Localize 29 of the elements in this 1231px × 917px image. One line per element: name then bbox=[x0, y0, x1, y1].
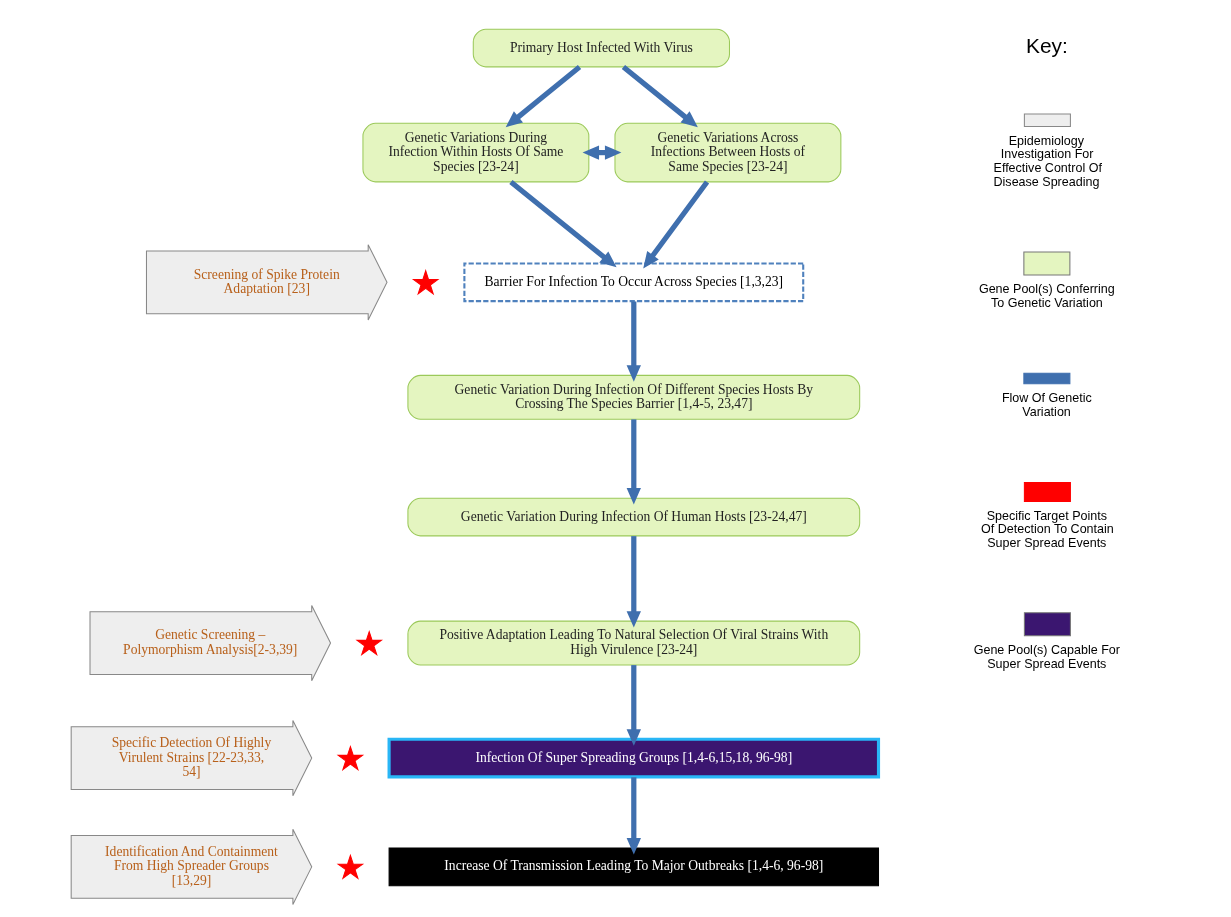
label: Key: bbox=[1025, 34, 1068, 58]
arrow bbox=[626, 536, 641, 628]
arrow bbox=[509, 179, 617, 268]
node-box: Positive Adaptation Leading To Natural Selection Of Viral Strains With High Virulence [23-24] bbox=[407, 620, 861, 666]
arrow bbox=[505, 64, 582, 128]
arrow bbox=[626, 665, 641, 746]
legend-label: Gene Pool(s) Capable For Super Spread Events bbox=[973, 643, 1120, 671]
node-box: Infection Of Super Spreading Groups [1,4-6,15,18, 96-98] bbox=[387, 737, 881, 779]
legend-label: Specific Target Points Of Detection To Contain Super Spread Events bbox=[980, 508, 1114, 550]
node-box: Genetic Variation During Infection Of Human Hosts [23-24,47] bbox=[407, 497, 861, 537]
node-star bbox=[355, 629, 383, 656]
arrow bbox=[643, 180, 710, 269]
node-box: Barrier For Infection To Occur Across Species [1,3,23] bbox=[463, 262, 805, 303]
arrow bbox=[582, 145, 622, 160]
node-star bbox=[336, 744, 365, 771]
node-box: Increase Of Transmission Leading To Major Outbreaks [1,4-6, 96-98] bbox=[388, 847, 880, 887]
legend-label: Flow Of Genetic Variation bbox=[1001, 391, 1092, 419]
arrow bbox=[626, 301, 641, 382]
arrow bbox=[626, 777, 641, 855]
arrow bbox=[621, 64, 698, 128]
node-box: Genetic Variation During Infection Of Different Species Hosts By Crossing The Species Barrier [1,4-5, 23,47] bbox=[407, 374, 861, 420]
node-star bbox=[336, 853, 365, 880]
node-box: Genetic Variations During Infection Within Hosts Of Same Species [23-24] bbox=[362, 122, 590, 183]
node-box: Genetic Variations Across Infections Between Hosts of Same Species [23-24] bbox=[614, 122, 842, 183]
arrow bbox=[626, 419, 641, 505]
node-box: Primary Host Infected With Virus bbox=[472, 28, 730, 68]
legend-label: Gene Pool(s) Conferring To Genetic Variation bbox=[978, 282, 1115, 310]
legend-label: Epidemiology Investigation For Effective Control Of Disease Spreading bbox=[993, 133, 1102, 189]
node-star bbox=[411, 269, 440, 296]
